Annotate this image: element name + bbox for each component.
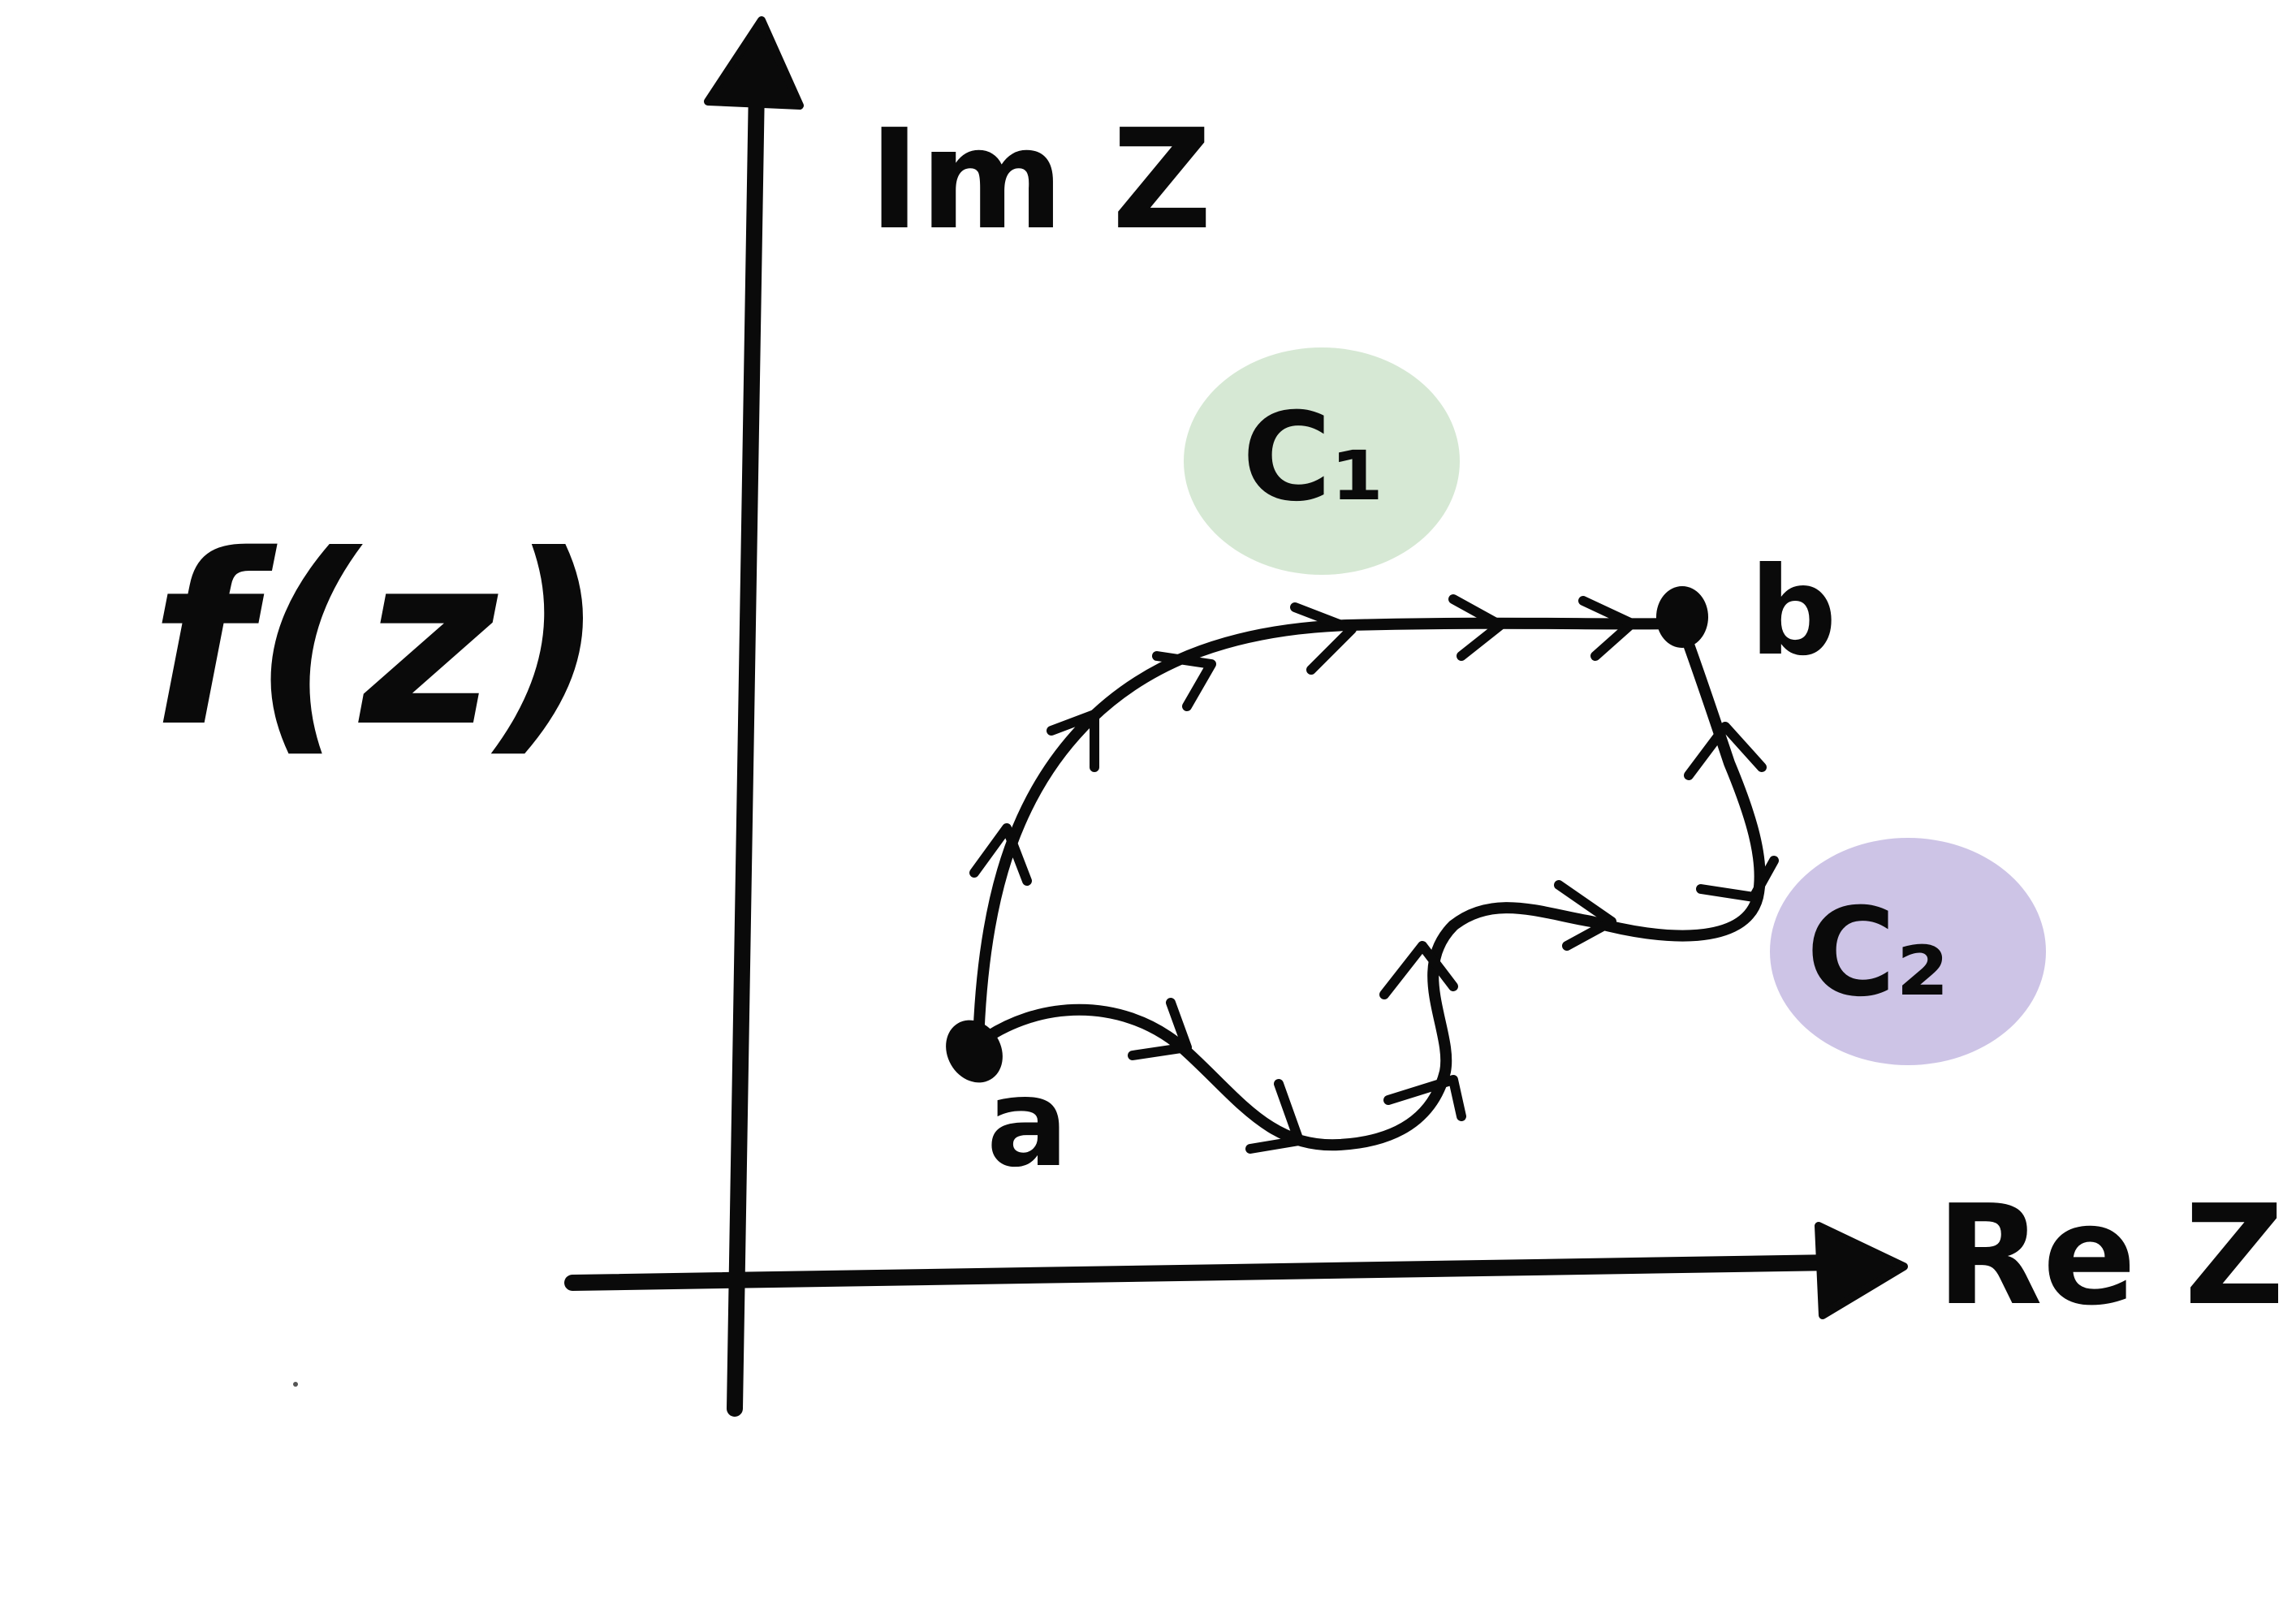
function-label: f(z) [150,505,605,779]
contour-c1-path [973,617,1678,1049]
contour-c2-arrows [1128,722,1779,1154]
stray-dot [293,1382,298,1387]
c1-label: C₁ [1242,387,1385,529]
point-b-label: b [1750,542,1836,683]
real-axis-arrowhead [1815,1222,1908,1319]
contour-c1-arrows [969,594,1637,886]
imaginary-axis-arrowhead [704,16,804,110]
real-axis [564,1254,1843,1291]
real-axis-label: Re Z [1936,1176,2285,1336]
c2-label: C₂ [1806,883,1949,1024]
c2-label-bubble [1770,838,2046,1065]
contour-c2-path [973,628,1766,1151]
imaginary-axis-label: Im Z [869,100,1212,261]
c1-label-bubble [1184,347,1460,575]
point-a-label: a [986,1053,1068,1194]
point-b-marker [1656,586,1708,648]
imaginary-axis [727,77,765,1417]
point-a-marker [946,1020,1003,1083]
